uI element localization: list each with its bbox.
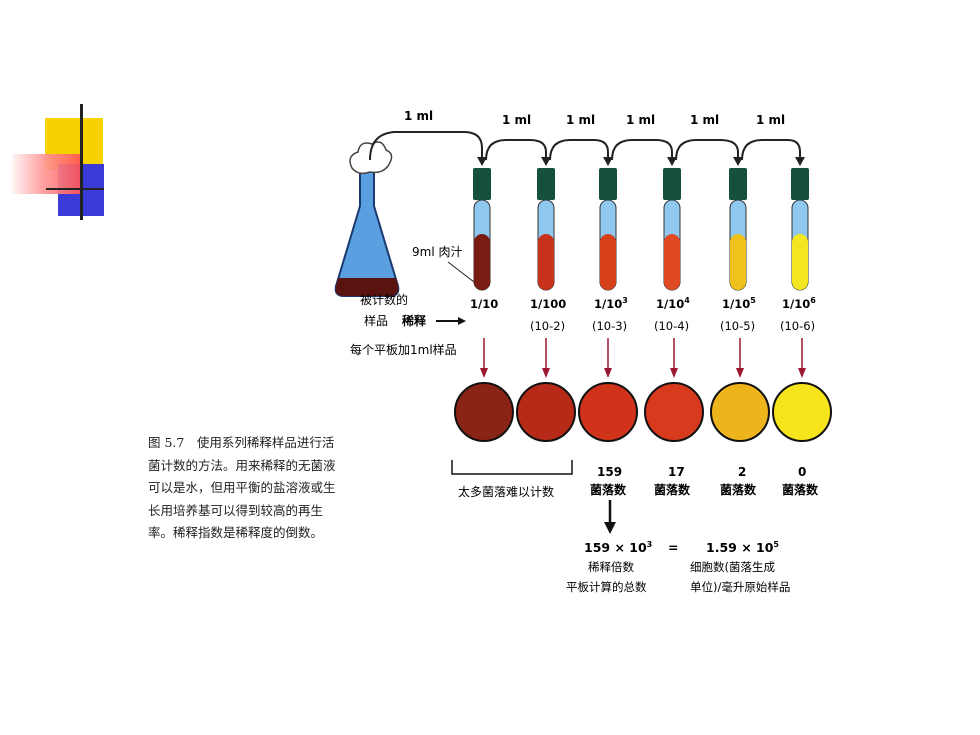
svg-text:1/103: 1/103 xyxy=(594,296,628,311)
tube-4-dilution: 1/10 xyxy=(656,297,684,311)
tube-5-power: (10-5) xyxy=(720,319,755,333)
tube-4-cap xyxy=(663,168,681,200)
too-many-label: 太多菌落难以计数 xyxy=(458,484,554,499)
caption-line-5: 率。稀释指数是稀释度的倒数。 xyxy=(148,525,324,540)
plate-instruction: 每个平板加1ml样品 xyxy=(350,342,457,357)
calc-left-formula: 159 × 10 xyxy=(584,540,647,555)
plate-6-count: 0 xyxy=(798,465,806,479)
plate-arrow-head-1 xyxy=(480,368,488,378)
broth-label: 9ml 肉汁 xyxy=(412,245,462,259)
calc-right-sub2: 单位)/毫升原始样品 xyxy=(690,580,790,594)
plating-arrows xyxy=(480,338,806,378)
calc-equals: = xyxy=(668,540,678,555)
transfer-label-3: 1 ml xyxy=(566,113,595,127)
flask-label-line1: 被计数的 xyxy=(360,292,408,307)
calc-left-sub2: 平板计算的总数 xyxy=(566,580,647,594)
petri-plates xyxy=(454,382,832,442)
caption-line-1: 图 5.7 使用系列稀释样品进行活 xyxy=(148,435,335,450)
tube-4-power: (10-4) xyxy=(654,319,689,333)
flask-label-line2: 样品 xyxy=(364,313,388,328)
test-tubes xyxy=(473,168,809,291)
calc-right-sub1: 细胞数(菌落生成 xyxy=(690,560,775,574)
deco-horizontal-line xyxy=(46,188,104,190)
svg-text:1/104: 1/104 xyxy=(656,296,690,311)
transfer-label-4: 1 ml xyxy=(626,113,655,127)
plate-arrow-head-3 xyxy=(604,368,612,378)
calc-right-exponent: 5 xyxy=(773,540,779,549)
plate-3 xyxy=(578,382,638,442)
plate-5-label: 菌落数 xyxy=(720,482,757,497)
tube-1-cap xyxy=(473,168,491,200)
plate-4-label: 菌落数 xyxy=(654,482,691,497)
tube-4-liquid xyxy=(664,234,680,290)
plate-5-count: 2 xyxy=(738,465,746,479)
tube-5-liquid xyxy=(730,234,746,290)
tube-3-cap xyxy=(599,168,617,200)
plate-4 xyxy=(644,382,704,442)
tube-6-cap xyxy=(791,168,809,200)
dilution-label: 稀释 xyxy=(402,313,427,328)
plate-2 xyxy=(516,382,576,442)
plate-arrow-head-6 xyxy=(798,368,806,378)
plate-arrow-head-2 xyxy=(542,368,550,378)
tube-1-liquid xyxy=(474,234,490,290)
caption-line-3: 可以是水，但用平衡的盐溶液或生 xyxy=(148,480,336,495)
svg-text:1/106: 1/106 xyxy=(782,296,816,311)
plate-3-label: 菌落数 xyxy=(590,482,627,497)
tube-6-dilution: 1/10 xyxy=(782,297,810,311)
transfer-arrowheads xyxy=(477,157,805,166)
dilution-arrow-head xyxy=(458,317,466,325)
caption-line-2: 菌计数的方法。用来稀释的无菌液 xyxy=(148,457,336,473)
plate-6-label: 菌落数 xyxy=(782,482,819,497)
tube-3-dilution: 1/10 xyxy=(594,297,622,311)
transfer-label-5: 1 ml xyxy=(690,113,719,127)
sample-flask xyxy=(334,141,400,297)
plate-arrow-head-5 xyxy=(736,368,744,378)
plate-6 xyxy=(772,382,832,442)
svg-text:1.59 × 105: 1.59 × 105 xyxy=(706,540,779,555)
plate-1 xyxy=(454,382,514,442)
transfer-label-2: 1 ml xyxy=(502,113,531,127)
tube-2-cap xyxy=(537,168,555,200)
plate-3-count: 159 xyxy=(597,465,622,479)
tube-3-exponent: 3 xyxy=(622,296,628,305)
transfer-label-6: 1 ml xyxy=(756,113,785,127)
calc-left-sub1: 稀释倍数 xyxy=(588,560,634,574)
plate-arrow-head-4 xyxy=(670,368,678,378)
plate-4-count: 17 xyxy=(668,465,685,479)
tube-4-exponent: 4 xyxy=(684,296,690,305)
deco-red-square xyxy=(12,154,80,194)
transfer-label-1: 1 ml xyxy=(404,109,433,123)
tube-6-liquid xyxy=(792,234,808,290)
tube-3-liquid xyxy=(600,234,616,290)
svg-text:159 × 103: 159 × 103 xyxy=(584,540,652,555)
tube-5-cap xyxy=(729,168,747,200)
figure-caption: 图 5.7 使用系列稀释样品进行活 菌计数的方法。用来稀释的无菌液 可以是水，但… xyxy=(148,432,373,545)
calc-left-exponent: 3 xyxy=(647,540,653,549)
broth-pointer xyxy=(447,261,475,283)
tube-5-exponent: 5 xyxy=(750,296,756,305)
calc-arrow-head xyxy=(604,522,616,534)
caption-line-4: 长用培养基可以得到较高的再生 xyxy=(148,502,324,518)
tube-6-power: (10-6) xyxy=(780,319,815,333)
calc-right-formula: 1.59 × 10 xyxy=(706,540,774,555)
tube-2-dilution: 1/100 xyxy=(530,297,566,311)
tube-2-liquid xyxy=(538,234,554,290)
transfer-arrows xyxy=(369,131,801,161)
tube-3-power: (10-3) xyxy=(592,319,627,333)
tube-5-dilution: 1/10 xyxy=(722,297,750,311)
tube-2-power: (10-2) xyxy=(530,319,565,333)
deco-vertical-line xyxy=(80,104,83,220)
svg-text:1/105: 1/105 xyxy=(722,296,756,311)
too-many-bracket xyxy=(451,460,573,475)
tube-1-dilution: 1/10 xyxy=(470,297,498,311)
tube-6-exponent: 6 xyxy=(810,296,816,305)
plate-5 xyxy=(710,382,770,442)
